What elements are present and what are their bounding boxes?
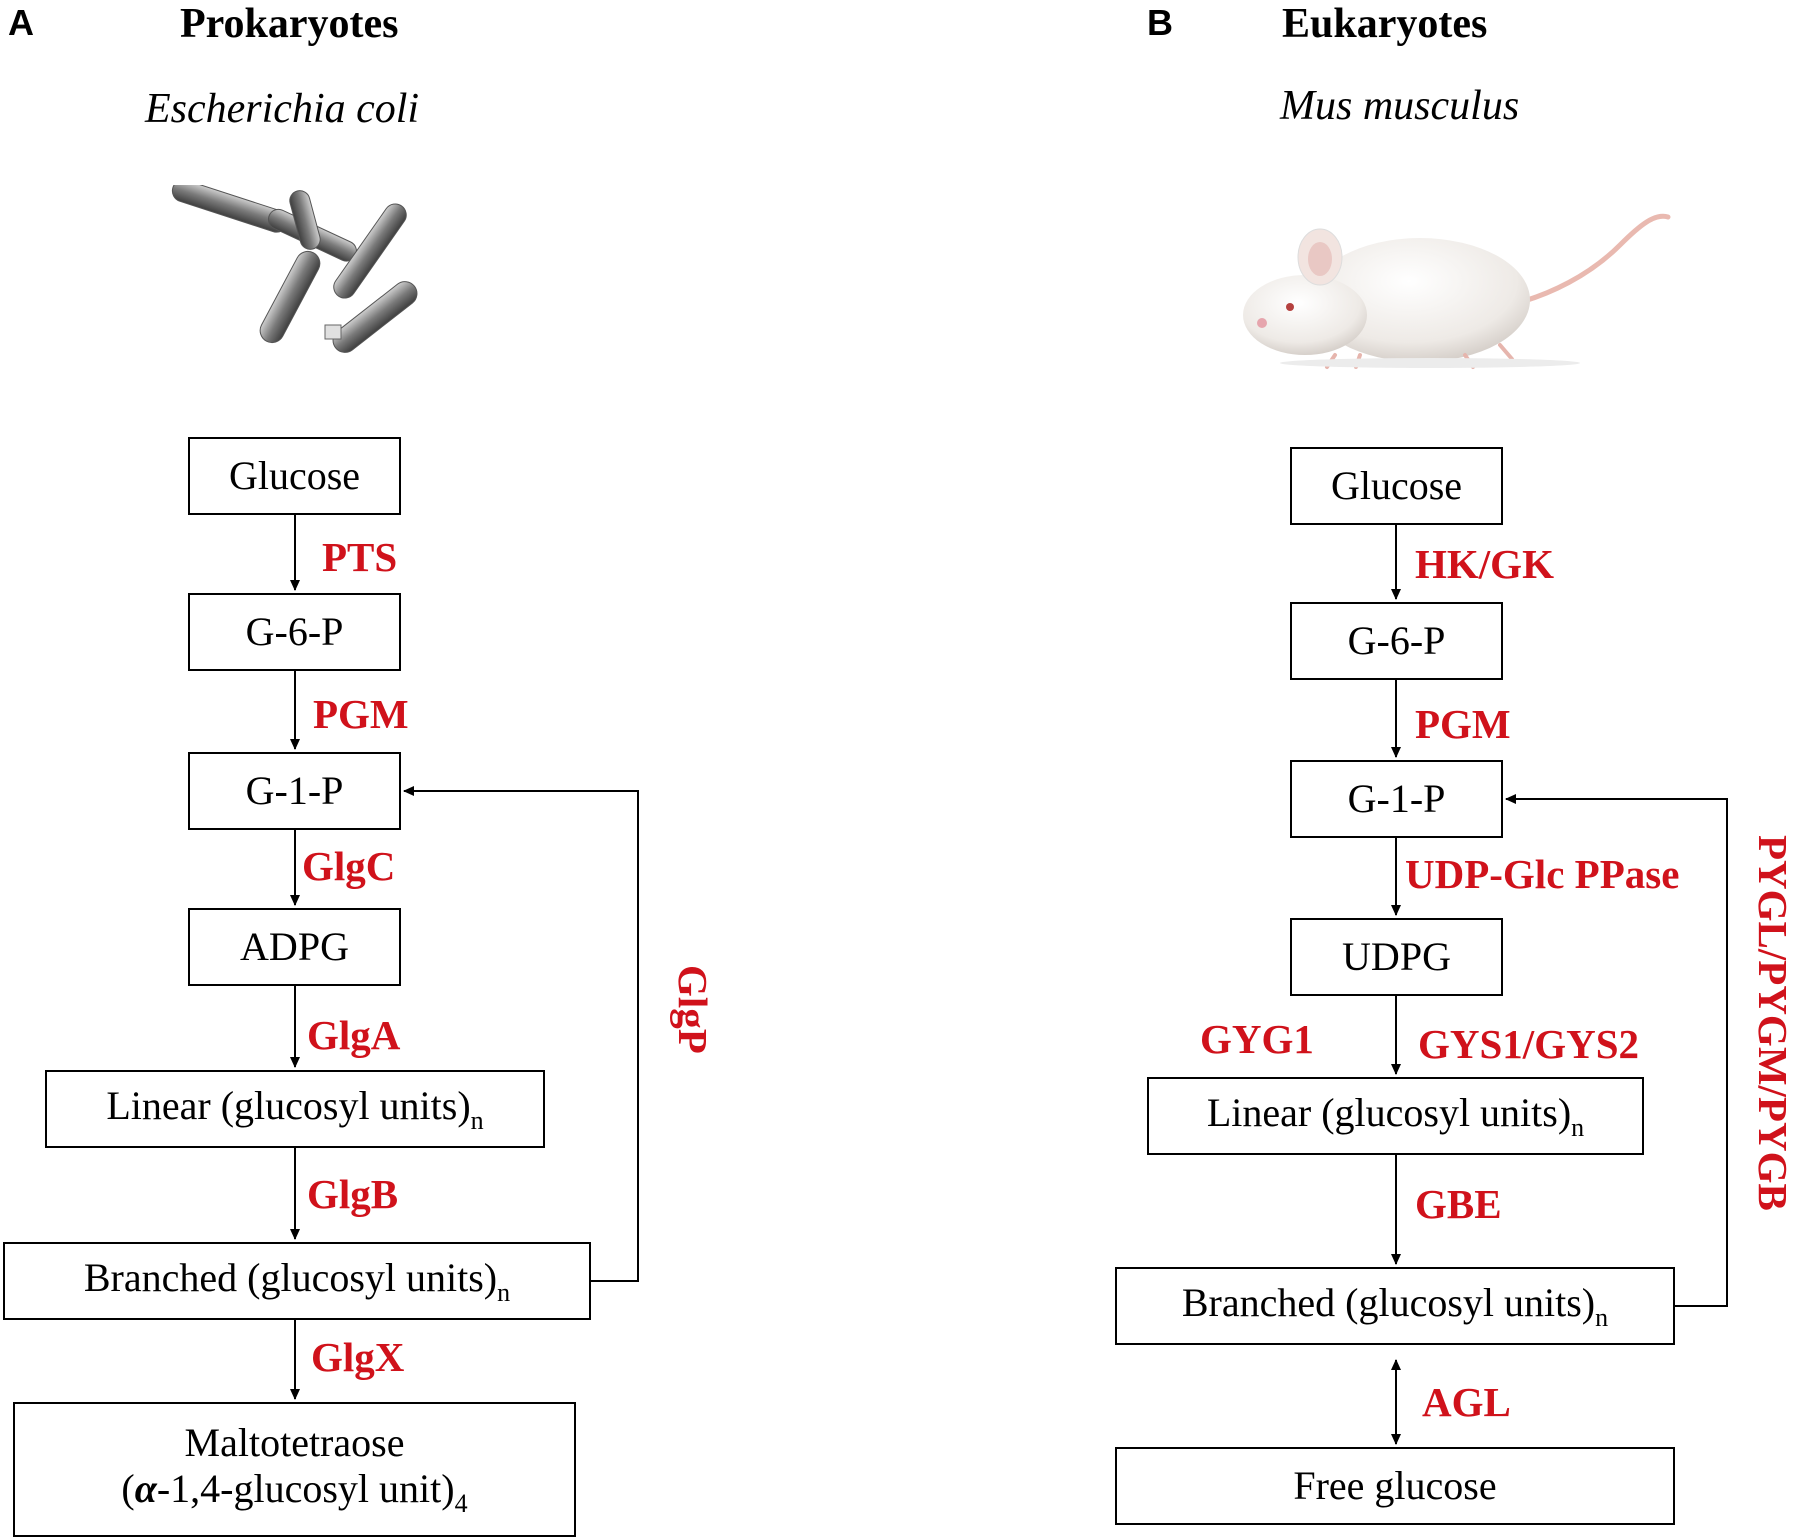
b-g6p-box: G-6-P <box>1290 602 1503 680</box>
b-enzyme-udp-glc-ppase: UDP-Glc PPase <box>1405 851 1680 897</box>
a-maltotetraose-box: Maltotetraose (α-1,4-glucosyl unit)4 <box>13 1402 576 1537</box>
a-enzyme-pts: PTS <box>322 534 398 580</box>
mouse-photo <box>1243 213 1671 369</box>
b-branched-subscript: n <box>1595 1302 1609 1332</box>
b-branched-box: Branched (glucosyl units)n <box>1115 1267 1675 1345</box>
b-glucose-label: Glucose <box>1330 463 1463 508</box>
a-enzyme-glga: GlgA <box>307 1012 401 1058</box>
b-udpg-box: UDPG <box>1290 918 1503 996</box>
b-g1p-box: G-1-P <box>1290 760 1503 838</box>
a-enzyme-glgx: GlgX <box>311 1334 405 1380</box>
a-malto-alpha: α <box>134 1466 157 1512</box>
a-branched-box: Branched (glucosyl units)n <box>3 1242 591 1320</box>
b-linear-label: Linear (glucosyl units) <box>1206 1089 1572 1135</box>
a-malto-open-paren: ( <box>121 1466 135 1512</box>
panel-b-letter: B <box>1147 2 1173 43</box>
b-free-glucose-box: Free glucose <box>1115 1447 1675 1525</box>
a-glucose-label: Glucose <box>228 453 361 498</box>
panel-b-species: Mus musculus <box>1280 83 1520 129</box>
b-enzyme-hkgk: HK/GK <box>1415 541 1554 587</box>
b-enzyme-gys: GYS1/GYS2 <box>1418 1021 1639 1067</box>
b-g6p-label: G-6-P <box>1347 618 1446 663</box>
a-enzyme-pgm: PGM <box>313 691 409 737</box>
b-enzyme-agl: AGL <box>1422 1379 1511 1425</box>
a-g1p-box: G-1-P <box>188 752 401 830</box>
panel-a-letter: A <box>8 2 34 43</box>
a-malto-unit-label: -1,4-glucosyl unit) <box>156 1466 455 1512</box>
b-linear-subscript: n <box>1571 1112 1585 1142</box>
b-arrow-pyg-feedback <box>1505 794 1728 1307</box>
a-arrow-glgp-feedback <box>403 786 639 1282</box>
a-linear-box: Linear (glucosyl units)n <box>45 1070 545 1148</box>
a-linear-subscript: n <box>470 1105 484 1135</box>
a-branched-subscript: n <box>497 1277 511 1307</box>
b-linear-box: Linear (glucosyl units)n <box>1147 1077 1644 1155</box>
b-udpg-label: UDPG <box>1342 934 1451 979</box>
a-g6p-label: G-6-P <box>245 609 344 654</box>
a-enzyme-glgc: GlgC <box>302 843 396 889</box>
b-enzyme-pgm: PGM <box>1415 701 1511 747</box>
b-free-glucose-label: Free glucose <box>1293 1463 1497 1508</box>
b-g1p-label: G-1-P <box>1347 776 1446 821</box>
a-maltotetraose-label: Maltotetraose <box>184 1420 405 1466</box>
a-malto-subscript: 4 <box>454 1489 468 1519</box>
a-g6p-box: G-6-P <box>188 593 401 671</box>
panel-a-title: Prokaryotes <box>180 1 399 47</box>
panel-b-title: Eukaryotes <box>1282 1 1488 47</box>
panel-a-species: Escherichia coli <box>145 86 420 132</box>
a-linear-label: Linear (glucosyl units) <box>106 1082 471 1128</box>
a-glucose-box: Glucose <box>188 437 401 515</box>
a-branched-label: Branched (glucosyl units) <box>83 1254 498 1300</box>
a-adpg-label: ADPG <box>240 924 349 969</box>
bacteria-fragment <box>324 324 342 340</box>
a-adpg-box: ADPG <box>188 908 401 986</box>
bacteria-illustration <box>171 185 418 353</box>
a-g1p-label: G-1-P <box>245 768 344 813</box>
b-branched-label: Branched (glucosyl units) <box>1181 1279 1596 1325</box>
b-enzyme-gbe: GBE <box>1415 1181 1502 1227</box>
b-enzyme-gyg1: GYG1 <box>1200 1016 1314 1062</box>
b-glucose-box: Glucose <box>1290 447 1503 525</box>
a-enzyme-glgb: GlgB <box>307 1171 399 1217</box>
